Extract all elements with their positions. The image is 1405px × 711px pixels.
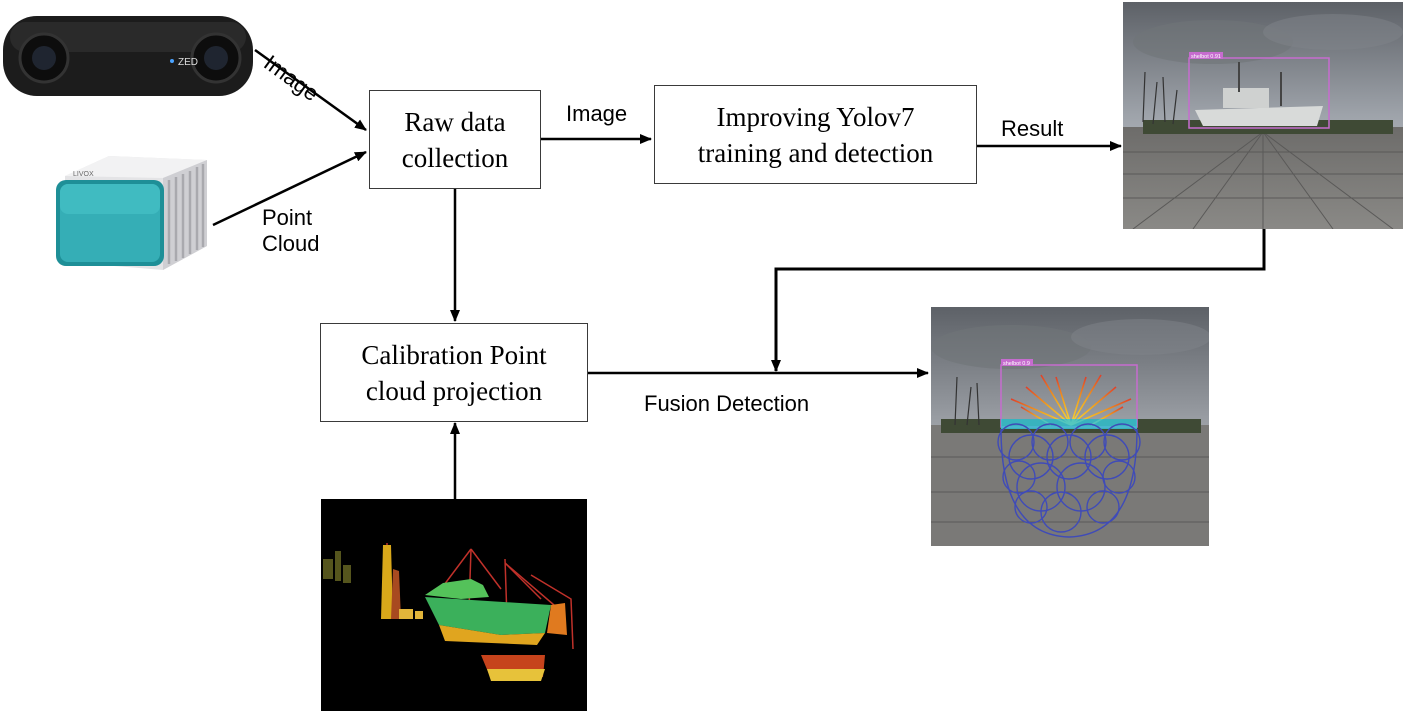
edge-label-point-cloud: Point Cloud: [262, 205, 320, 256]
result-detection-tag: shelbot 0.91: [1191, 54, 1221, 60]
arrow-result-to-fusion: [771, 229, 1266, 372]
point-cloud-image: [321, 499, 587, 711]
raw-data-collection-box: Raw data collection: [369, 90, 541, 189]
calibration-projection-box: Calibration Point cloud projection: [320, 323, 588, 422]
detection-result-image: shelbot 0.91: [1123, 2, 1403, 229]
camera-brand-text: ZED: [178, 57, 198, 68]
stereo-camera-icon: ZED: [0, 12, 256, 100]
edge-label-result: Result: [1001, 116, 1064, 141]
fusion-detection-tag: shelbot 0.9: [1003, 361, 1030, 367]
edge-label-fusion-detection: Fusion Detection: [644, 391, 810, 416]
yolo-training-box: Improving Yolov7 training and detection: [654, 85, 977, 184]
lidar-brand-text: LIVOX: [73, 171, 94, 178]
fusion-detection-image: shelbot 0.9: [931, 307, 1209, 546]
arrow-camera-to-raw: [254, 48, 367, 132]
lidar-sensor-icon: LIVOX: [47, 150, 212, 276]
edge-label-raw-to-yolo: Image: [566, 101, 628, 126]
arrow-lidar-to-raw: [212, 150, 367, 227]
